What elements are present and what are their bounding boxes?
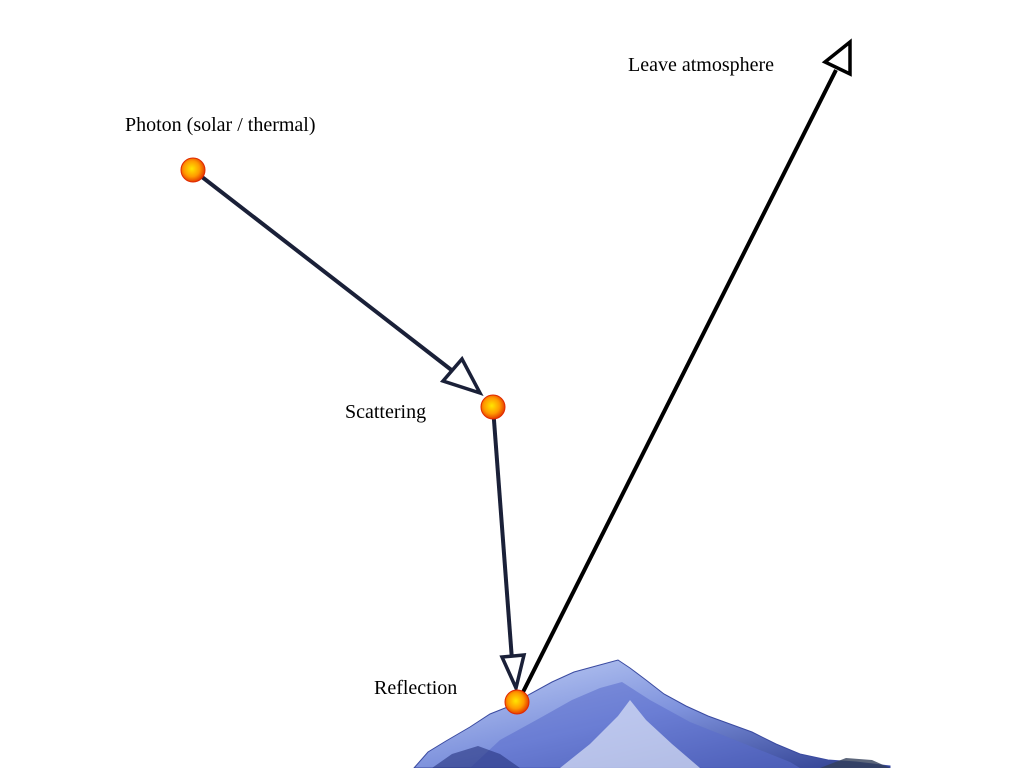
- scattering-label: Scattering: [345, 401, 426, 423]
- scattering-dot-icon: [480, 394, 506, 420]
- arrow-photon-to-scattering: [191, 168, 484, 396]
- photon-label: Photon (solar / thermal): [125, 114, 316, 136]
- mountain-icon: [413, 659, 891, 768]
- photon-dot-icon: [180, 157, 206, 183]
- reflection-label: Reflection: [374, 677, 457, 699]
- reflection-dot-icon: [504, 689, 530, 715]
- leave-atmosphere-label: Leave atmosphere: [628, 54, 774, 76]
- arrow-reflection-to-leave: [516, 38, 852, 703]
- arrow-scattering-to-reflection: [491, 406, 527, 694]
